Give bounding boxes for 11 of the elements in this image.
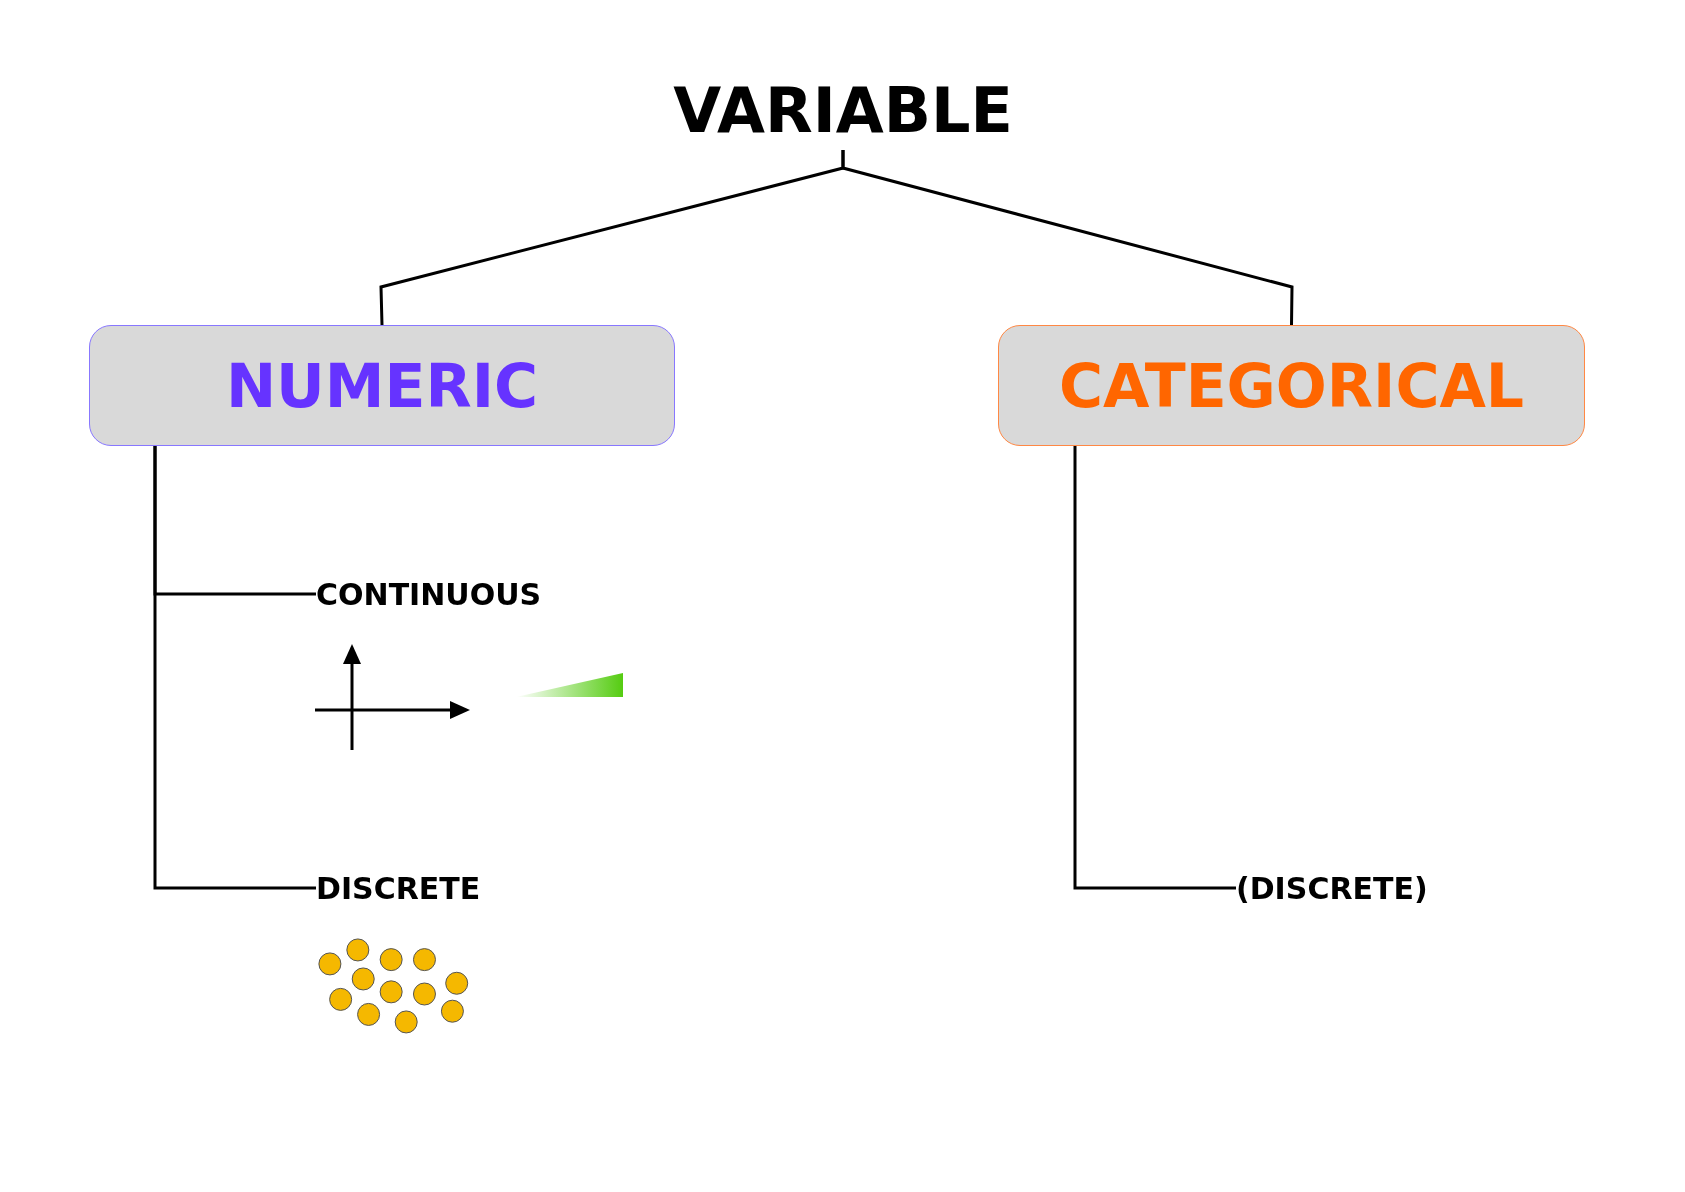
category-label: CATEGORICAL — [1058, 350, 1525, 421]
category-box — [998, 325, 1585, 446]
root-heading: VARIABLE — [673, 73, 1013, 147]
connector-line — [841, 150, 1294, 325]
subtype-label: CONTINUOUS — [316, 576, 542, 612]
connector-line — [153, 446, 316, 890]
category-box — [89, 325, 675, 446]
category-label: NUMERIC — [225, 350, 539, 421]
subtype-label: DISCRETE — [316, 870, 481, 906]
subtype-label: (DISCRETE) — [1236, 870, 1428, 906]
connector-line — [1073, 446, 1236, 890]
